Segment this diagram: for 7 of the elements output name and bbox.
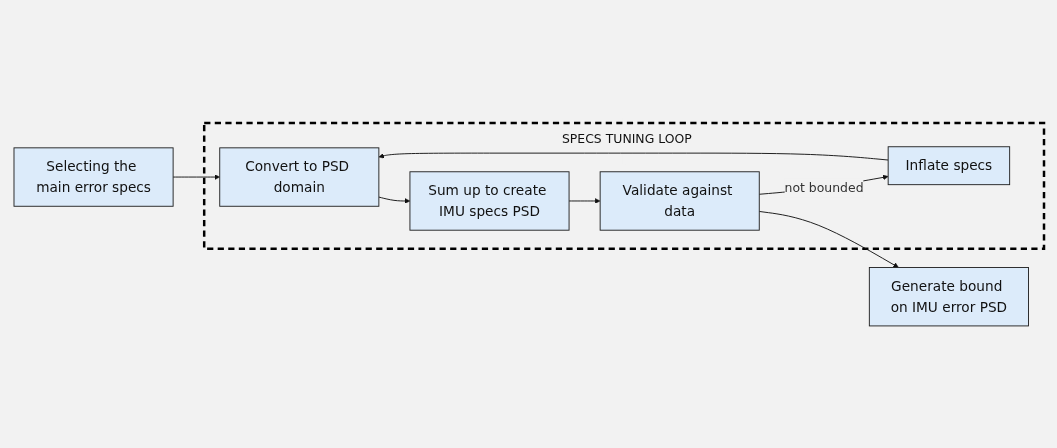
- edge-label: not bounded: [784, 179, 864, 195]
- node-box: Convert to PSD domain: [218, 146, 379, 207]
- node-box: Validate against data: [599, 170, 760, 231]
- node-box: Generate bound on IMU error PSD: [868, 266, 1029, 326]
- node-box: Selecting the main error specs: [13, 146, 174, 207]
- node-box: Inflate specs: [887, 145, 1010, 185]
- node-box: Sum up to create IMU specs PSD: [408, 170, 570, 231]
